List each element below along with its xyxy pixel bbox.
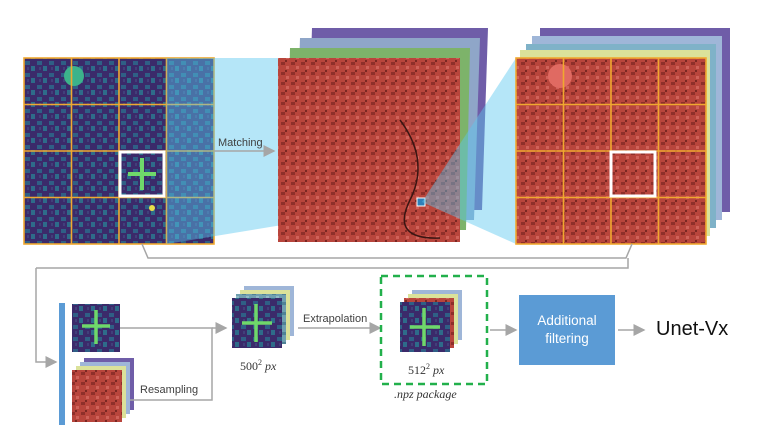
resampling-label: Resampling xyxy=(140,384,199,396)
size-500-unit: px xyxy=(265,359,277,373)
size-512-unit: px xyxy=(433,363,445,377)
satellite-stack-center xyxy=(278,28,488,242)
size-512-base: 512 xyxy=(408,363,426,377)
small-satellite-stack xyxy=(72,358,134,422)
stack-512 xyxy=(400,290,462,352)
projection-right xyxy=(422,58,516,244)
size-500-base: 500 xyxy=(240,359,258,373)
npz-package-box xyxy=(379,274,489,386)
additional-filtering-label: Additional filtering xyxy=(537,313,597,346)
small-mask-tile xyxy=(72,304,120,352)
npz-package-label: .npz package xyxy=(394,387,457,401)
satellite-highlight-box xyxy=(609,150,657,198)
center-locator-box xyxy=(416,197,426,207)
matching-label: Matching xyxy=(218,137,263,149)
output-model-label: Unet-Vx xyxy=(656,318,729,340)
mask-cross-feature xyxy=(128,158,156,190)
additional-filtering-box xyxy=(519,295,615,365)
size-512-exponent: 2 xyxy=(426,362,430,371)
selection-bar xyxy=(59,303,65,425)
mask-highlight-box xyxy=(118,150,166,198)
size-500-label: 5002 px xyxy=(240,358,276,374)
size-500-exponent: 2 xyxy=(258,358,262,367)
size-512-label: 5122 px xyxy=(408,362,444,378)
satellite-grid-stack-right xyxy=(515,28,730,245)
stack-500 xyxy=(232,286,294,348)
resampling-arrow xyxy=(120,322,228,401)
extrapolation-label: Extrapolation xyxy=(303,313,368,325)
mask-feature-circle xyxy=(64,66,84,86)
connector-top-to-bottom xyxy=(35,243,633,368)
